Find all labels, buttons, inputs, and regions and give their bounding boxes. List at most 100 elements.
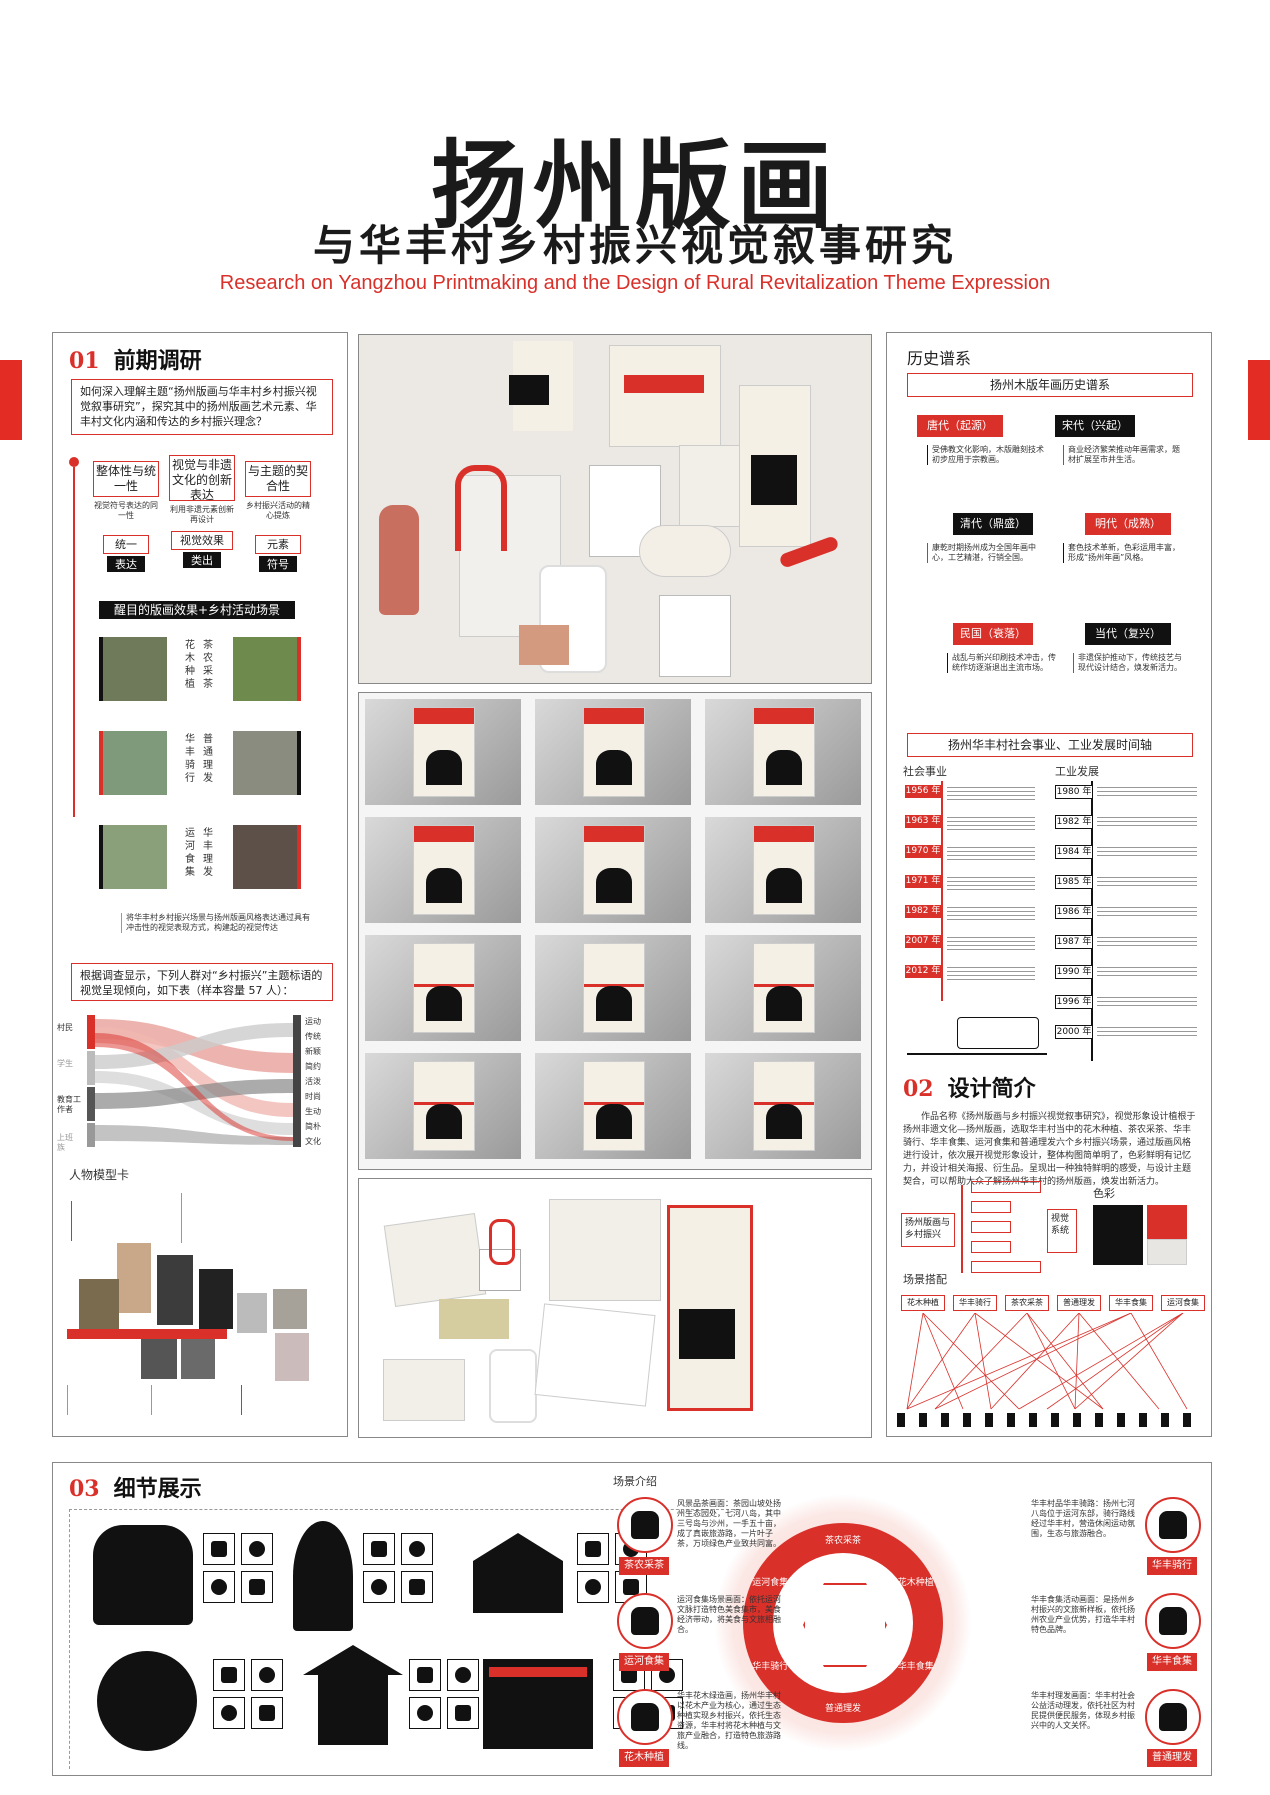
pattern-icon-tile [241, 1533, 273, 1565]
poster-image [753, 943, 815, 1033]
poster-mockup-cell [365, 699, 521, 805]
era-qing-text: 康乾时期扬州成为全国年画中心，工艺精湛，行销全国。 [927, 543, 1042, 563]
scene-photo-3 [99, 731, 167, 795]
industry-year-badge: 2000 年 [1055, 1025, 1093, 1039]
social-year-badge: 1971 年 [905, 875, 941, 888]
scene-tag: 花木种植 [619, 1749, 669, 1767]
scene-illustration [1145, 1593, 1201, 1649]
principle-3-desc: 乡村振兴活动的精心提炼 [246, 501, 310, 520]
era-qing: 清代（鼎盛） [953, 513, 1033, 535]
scene-description: 华丰食集活动画面：是扬州乡村振兴的文旅新样板，依托扬州农业产业优势，打造华丰村特… [1031, 1595, 1135, 1634]
pattern-icon-tile [203, 1571, 235, 1603]
principle-1: 整体性与统一性 视觉符号表达的同一性 统一 表达 [93, 461, 159, 572]
industry-label: 工业发展 [1055, 765, 1099, 778]
scene-label-1: 花木种植 [185, 640, 195, 690]
pattern-icon-tile [213, 1697, 245, 1729]
principle-1-label: 整体性与统一性 [93, 461, 159, 497]
sankey-chart [87, 1015, 301, 1147]
scene-label-4: 运河食集 [185, 828, 195, 878]
survey-right-2: 新颖 [305, 1047, 321, 1056]
principle-1-desc: 视觉符号表达的同一性 [94, 501, 158, 520]
principle-2-desc: 利用非遗元素创新再设计 [170, 505, 234, 524]
persona-cards [61, 1193, 341, 1423]
persona-photo-2 [79, 1279, 119, 1329]
illustration-tree [293, 1521, 353, 1631]
section3-number: 03 [69, 1476, 100, 1502]
pattern-icon-tile [213, 1659, 245, 1691]
principle-1-result: 统一 [103, 535, 149, 554]
social-year-badge: 1970 年 [905, 845, 941, 858]
scene-match-lines [906, 1313, 1188, 1410]
pattern-icon-tile [251, 1697, 283, 1729]
principle-2: 视觉与非遗文化的创新表达 利用非遗元素创新再设计 视觉效果 类出 [169, 455, 235, 568]
persona-photo-5 [237, 1293, 267, 1333]
persona-photo-6 [273, 1289, 307, 1329]
pattern-icon-tile [241, 1571, 273, 1603]
scene-tag: 华丰食集 [1147, 1653, 1197, 1671]
era-song: 宋代（兴起） [1055, 415, 1135, 437]
social-year-badge: 1956 年 [905, 785, 941, 798]
scene-photo-5 [99, 825, 167, 889]
social-year-badge: 1963 年 [905, 815, 941, 828]
section2-title: 设计简介 [947, 1076, 1036, 1102]
flow-dot [69, 457, 79, 467]
era-minguo: 民国（衰落） [953, 623, 1033, 645]
industry-year-text-line [1097, 937, 1197, 949]
section1-title: 前期调研 [113, 348, 202, 374]
poster-grid [358, 692, 872, 1170]
social-year-text-line [947, 787, 1035, 801]
scene-note: 将华丰村乡村振兴场景与扬州版画风格表达通过具有冲击性的视觉表现方式，构建起的视觉… [121, 913, 316, 933]
scene-description: 华丰花木绿造画，扬州华丰村以花木产业为核心，通过生态种植实现乡村振兴，依托生态资… [677, 1691, 781, 1750]
research-question: 如何深入理解主题“扬州版画与华丰村乡村振兴视觉叙事研究”，探究其中的扬州版画艺术… [71, 379, 333, 435]
scene-card: 华丰食集 华丰食集活动画面：是扬州乡村振兴的文旅新样板，依托扬州农业产业优势，打造… [965, 1591, 1205, 1677]
scene-illustration [617, 1689, 673, 1745]
principle-3-result: 元素 [255, 535, 301, 554]
poster-mockup-cell [365, 1053, 521, 1159]
survey-right-4: 活泼 [305, 1077, 321, 1086]
scene-photo-4 [233, 731, 301, 795]
industry-year-text-line [1097, 877, 1197, 889]
poster-mockup-cell [535, 699, 691, 805]
pattern-icon-tile [363, 1533, 395, 1565]
page-subtitle: 与华丰村乡村振兴视觉叙事研究 [312, 221, 957, 270]
social-year-text-line [947, 907, 1035, 921]
pattern-icon-tile [577, 1571, 609, 1603]
poster-mockup-cell [535, 935, 691, 1041]
industry-year-badge: 1987 年 [1055, 935, 1093, 949]
detail-divider [69, 1509, 739, 1510]
pattern-icon-tile [363, 1571, 395, 1603]
social-year-text-line [947, 937, 1035, 951]
ring-label: 茶农采茶 [824, 1536, 861, 1546]
social-year-badge: 2012 年 [905, 965, 941, 978]
era-tang-text: 受佛教文化影响，木版雕刻技术初步应用于宗教画。 [927, 445, 1044, 465]
pattern-icon-tile [401, 1571, 433, 1603]
era-ming: 明代（成熟） [1085, 513, 1171, 535]
survey-right-6: 生动 [305, 1107, 321, 1116]
poster-mockup-cell [705, 935, 861, 1041]
principle-3: 与主题的契合性 乡村振兴活动的精心提炼 元素 符号 [245, 461, 311, 572]
persona-photo-1 [117, 1243, 151, 1313]
persona-photo-4 [199, 1269, 233, 1329]
persona-photo-8 [181, 1339, 215, 1379]
social-year-text-line [947, 817, 1035, 831]
scene-tag: 茶农采茶 [619, 1557, 669, 1575]
scene-tag: 普通理发 [1147, 1749, 1197, 1767]
scene-card: 花木种植华丰花木绿造画，扬州华丰村以花木产业为核心，通过生态种植实现乡村振兴，依… [613, 1687, 853, 1773]
ring-label: 华丰骑行 [752, 1662, 789, 1672]
target-effect-bar: 醒目的版画效果+乡村活动场景 [99, 601, 295, 619]
persona-title: 人物模型卡 [69, 1168, 130, 1182]
left-red-accent [0, 360, 22, 440]
poster-mockup-cell [705, 699, 861, 805]
poster-image [583, 943, 645, 1033]
survey-right-7: 简朴 [305, 1122, 321, 1131]
survey-left-2: 教育工作者 [57, 1095, 81, 1114]
survey-sankey [63, 1013, 343, 1153]
principle-1-tag: 表达 [107, 556, 145, 572]
social-year-text-line [947, 847, 1035, 861]
scene-match-tag: 华丰骑行 [953, 1295, 997, 1311]
era-tang: 唐代（起源） [917, 415, 1003, 437]
timeline-title: 扬州华丰村社会事业、工业发展时间轴 [907, 733, 1193, 757]
color-swatch-black [1093, 1205, 1143, 1265]
